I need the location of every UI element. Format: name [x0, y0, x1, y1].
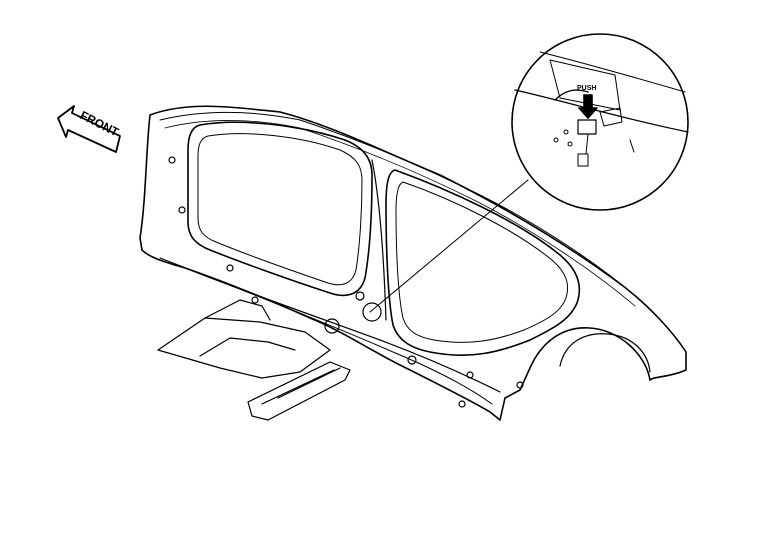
front-arrow: FRONT	[57, 105, 122, 153]
detail-clip-line	[585, 133, 589, 155]
detail-clip	[599, 107, 623, 127]
detail-circle	[511, 33, 689, 211]
detail-screws	[553, 129, 573, 147]
body-side-panel	[139, 105, 687, 421]
arrow-left-icon	[57, 105, 121, 153]
rear-wheel-arch	[559, 333, 651, 373]
detail-panel-edge	[514, 89, 689, 133]
detail-switch-body	[577, 119, 597, 135]
detail-tick	[629, 139, 635, 153]
detail-view: PUSH	[511, 33, 689, 211]
floor-pan	[157, 299, 331, 379]
front-door-opening	[187, 121, 373, 297]
push-label: PUSH	[577, 85, 596, 92]
rear-door-opening	[385, 169, 581, 357]
push-arrow-icon	[578, 94, 598, 119]
detail-panel-edge-2	[539, 51, 686, 93]
panel-outline	[139, 105, 687, 421]
detail-connector	[577, 153, 589, 167]
rocker-sill-lower	[159, 257, 493, 405]
b-pillar	[371, 159, 387, 321]
front-arrow-label: FRONT	[78, 108, 122, 140]
roof-rail	[159, 111, 641, 301]
rear-door-opening-inner	[395, 181, 569, 343]
detail-wire	[554, 89, 589, 101]
panel-holes	[168, 156, 524, 408]
front-door-opening-inner	[197, 133, 363, 286]
cross-member	[247, 361, 351, 421]
roof-rail-inner	[164, 120, 636, 307]
detail-leader-line	[369, 179, 529, 313]
